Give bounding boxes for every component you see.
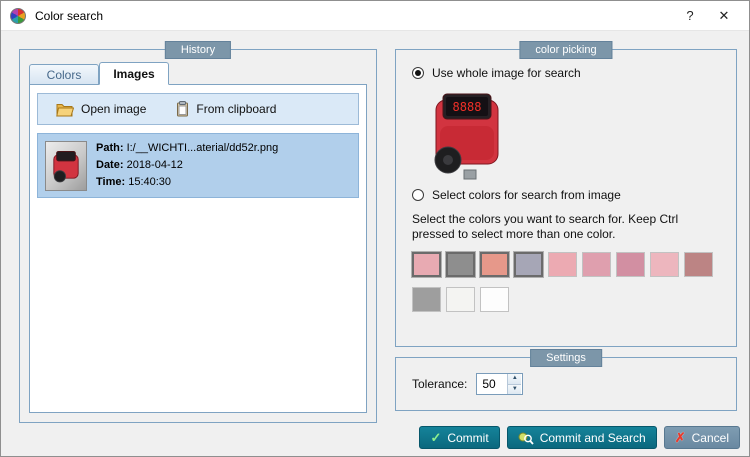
color-swatch[interactable] bbox=[479, 251, 510, 278]
item-path-line: Path: I:/__WICHTI...aterial/dd52r.png bbox=[96, 140, 278, 157]
check-icon: ✓ bbox=[430, 429, 442, 445]
from-clipboard-button[interactable]: From clipboard bbox=[168, 98, 284, 120]
color-picking-group-label: color picking bbox=[519, 41, 613, 59]
settings-group: Settings Tolerance: ▲ ▼ bbox=[395, 349, 737, 411]
color-swatch[interactable] bbox=[412, 287, 441, 312]
tolerance-spin-buttons: ▲ ▼ bbox=[507, 374, 522, 394]
tolerance-spinbox: ▲ ▼ bbox=[476, 373, 524, 395]
images-toolbar: Open image From clipboard bbox=[37, 93, 359, 125]
image-history-item[interactable]: Path: I:/__WICHTI...aterial/dd52r.png Da… bbox=[37, 133, 359, 198]
search-commit-icon bbox=[518, 431, 534, 445]
color-swatch[interactable] bbox=[446, 287, 475, 312]
cancel-x-icon: ✗ bbox=[674, 429, 686, 445]
color-swatch[interactable] bbox=[480, 287, 509, 312]
color-swatch[interactable] bbox=[582, 252, 611, 277]
tolerance-input[interactable] bbox=[477, 374, 508, 394]
commit-and-search-button[interactable]: Commit and Search bbox=[506, 426, 657, 449]
close-button[interactable]: ✕ bbox=[718, 7, 730, 23]
open-image-label: Open image bbox=[81, 102, 147, 116]
tab-images[interactable]: Images bbox=[99, 62, 169, 85]
color-swatch[interactable] bbox=[513, 251, 544, 278]
image-item-meta: Path: I:/__WICHTI...aterial/dd52r.png Da… bbox=[96, 140, 278, 191]
color-swatch[interactable] bbox=[548, 252, 577, 277]
radio-select-colors-label: Select colors for search from image bbox=[432, 188, 621, 202]
color-swatch[interactable] bbox=[650, 252, 679, 277]
path-label: Path: bbox=[96, 142, 124, 154]
history-group-label: History bbox=[164, 41, 232, 59]
color-picking-group: color picking Use whole image for search… bbox=[395, 41, 737, 347]
swatch-row-2 bbox=[412, 287, 720, 312]
history-tabs: Colors Images bbox=[29, 62, 169, 85]
help-button[interactable]: ? bbox=[686, 8, 694, 23]
spin-down-icon[interactable]: ▼ bbox=[508, 384, 522, 394]
commit-label: Commit bbox=[447, 430, 489, 445]
item-date-line: Date: 2018-04-12 bbox=[96, 157, 278, 174]
radio-select-colors[interactable]: Select colors for search from image bbox=[412, 188, 720, 202]
color-swatch[interactable] bbox=[445, 251, 476, 278]
radio-use-whole-image[interactable]: Use whole image for search bbox=[412, 66, 720, 80]
radio-selected-icon bbox=[412, 67, 424, 79]
dialog-footer: ✓ Commit Commit and Search ✗ Cancel bbox=[419, 426, 740, 449]
time-value: 15:40:30 bbox=[128, 176, 172, 188]
path-value: I:/__WICHTI...aterial/dd52r.png bbox=[126, 142, 279, 154]
open-image-button[interactable]: Open image bbox=[48, 99, 154, 120]
commit-button[interactable]: ✓ Commit bbox=[419, 426, 500, 449]
commit-and-search-label: Commit and Search bbox=[539, 430, 646, 445]
preview-display-digits: 8888 bbox=[453, 100, 482, 114]
tolerance-row: Tolerance: ▲ ▼ bbox=[412, 373, 720, 395]
spin-up-icon[interactable]: ▲ bbox=[508, 374, 522, 385]
color-swatch[interactable] bbox=[411, 251, 442, 278]
settings-group-label: Settings bbox=[530, 349, 602, 367]
radio-use-whole-image-label: Use whole image for search bbox=[432, 66, 581, 80]
radio-unselected-icon bbox=[412, 189, 424, 201]
images-tab-panel: Open image From clipboard bbox=[29, 84, 367, 413]
history-group: History Colors Images Open image bbox=[19, 41, 377, 423]
cancel-label: Cancel bbox=[691, 430, 729, 445]
image-history-list: Path: I:/__WICHTI...aterial/dd52r.png Da… bbox=[37, 133, 359, 198]
from-clipboard-label: From clipboard bbox=[196, 102, 277, 116]
time-label: Time: bbox=[96, 176, 126, 188]
cancel-button[interactable]: ✗ Cancel bbox=[663, 426, 740, 449]
date-label: Date: bbox=[96, 159, 124, 171]
item-time-line: Time: 15:40:30 bbox=[96, 174, 278, 191]
title-bar: Color search ? ✕ bbox=[1, 1, 749, 31]
tab-colors[interactable]: Colors bbox=[29, 64, 99, 85]
date-value: 2018-04-12 bbox=[126, 159, 183, 171]
window-title: Color search bbox=[35, 8, 104, 23]
image-thumbnail bbox=[45, 140, 87, 191]
color-select-instructions: Select the colors you want to search for… bbox=[412, 212, 679, 241]
open-folder-icon bbox=[56, 102, 74, 117]
color-wheel-icon bbox=[10, 7, 26, 24]
swatch-row-1 bbox=[411, 251, 720, 278]
search-image-preview: 8888 bbox=[426, 86, 510, 182]
color-swatch[interactable] bbox=[684, 252, 713, 277]
color-swatch[interactable] bbox=[616, 252, 645, 277]
tolerance-label: Tolerance: bbox=[412, 377, 468, 391]
clipboard-icon bbox=[176, 101, 189, 117]
